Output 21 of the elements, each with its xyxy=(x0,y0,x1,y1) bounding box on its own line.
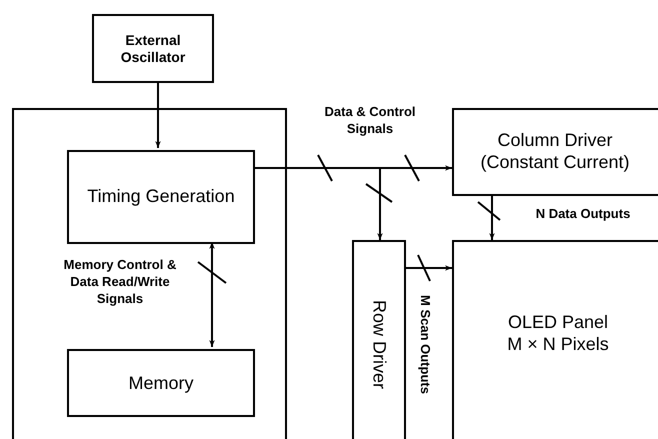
block-label: OLED Panel M × N Pixels xyxy=(506,310,610,356)
edge-label: Memory Control & Data Read/Write Signals xyxy=(62,257,178,308)
block-box xyxy=(452,240,658,439)
block-label: Column Driver (Constant Current) xyxy=(479,130,631,174)
block-label: Row Driver xyxy=(368,300,390,390)
edge-label: M Scan Outputs xyxy=(416,295,433,394)
arrow xyxy=(209,242,215,347)
edge-label: Data & Control Signals xyxy=(324,104,416,138)
block-box xyxy=(452,108,658,196)
arrow xyxy=(406,265,452,271)
block-box xyxy=(92,14,214,83)
block-box xyxy=(352,240,406,439)
block-label: Memory xyxy=(128,372,194,395)
block-box xyxy=(67,349,255,417)
edge-label: N Data Outputs xyxy=(534,206,632,223)
arrow xyxy=(155,83,161,148)
block-label: Timing Generation xyxy=(87,186,235,208)
controller-box xyxy=(12,108,287,439)
arrow xyxy=(489,196,495,240)
block-box xyxy=(67,150,255,244)
block-label: External Oscillator xyxy=(120,32,186,66)
